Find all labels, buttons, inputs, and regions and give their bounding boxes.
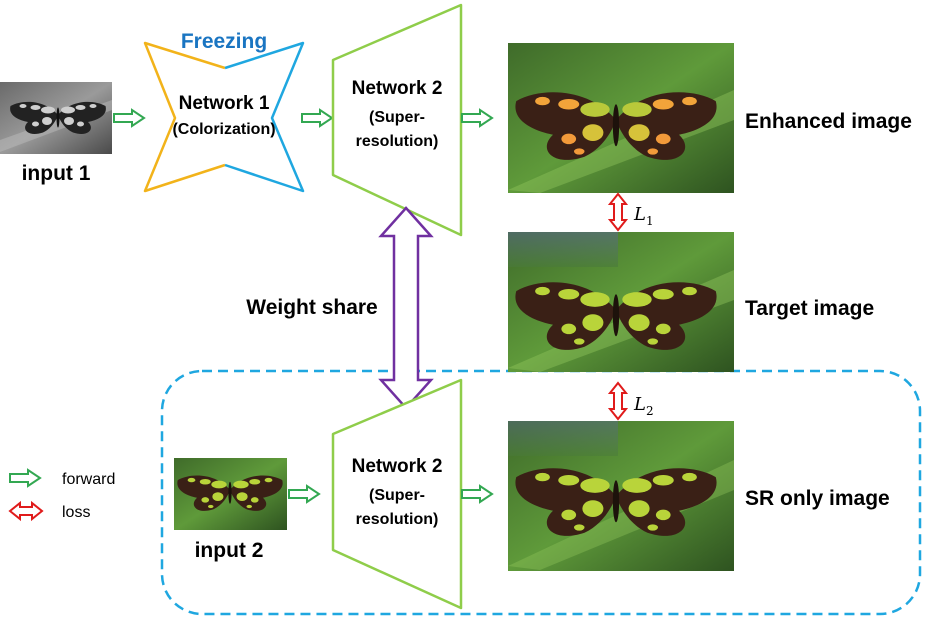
forward-arrow-input1 <box>113 109 145 127</box>
network2-top-sub2: resolution) <box>356 133 439 150</box>
weight-share-arrow <box>378 206 434 410</box>
loss-l2-label: L2 <box>633 394 654 418</box>
input2-label: input 2 <box>195 539 264 562</box>
forward-arrow-net2-top <box>461 109 493 127</box>
network2-bottom-block <box>331 378 463 610</box>
legend-loss-arrow <box>9 502 43 520</box>
legend: forward loss <box>9 469 115 521</box>
weight-share-label: Weight share <box>246 296 377 319</box>
network1-block <box>143 41 305 193</box>
network2-bottom-sub1: (Super- <box>369 487 425 504</box>
network2-top-block <box>331 3 463 237</box>
network2-top-sub1: (Super- <box>369 109 425 126</box>
sr-only-label: SR only image <box>745 487 890 510</box>
forward-arrow-net2-bottom <box>461 485 493 503</box>
sr-only-image <box>508 421 734 571</box>
legend-forward-label: forward <box>62 471 115 488</box>
input1-label: input 1 <box>22 162 91 185</box>
network2-top-title: Network 2 <box>352 78 443 99</box>
network2-bottom-title: Network 2 <box>352 456 443 477</box>
legend-loss-label: loss <box>62 504 90 521</box>
loss-arrow-l2 <box>609 382 627 420</box>
network1-subtitle: (Colorization) <box>172 121 275 138</box>
forward-arrow-net1 <box>301 109 333 127</box>
loss-arrow-l1 <box>609 193 627 231</box>
target-image <box>508 232 734 372</box>
legend-forward-arrow <box>9 469 41 487</box>
network2-bottom-sub2: resolution) <box>356 511 439 528</box>
freezing-label: Freezing <box>181 30 267 53</box>
input2-image <box>174 458 287 530</box>
input1-image <box>0 82 112 154</box>
target-label: Target image <box>745 297 874 320</box>
forward-arrow-input2 <box>288 485 320 503</box>
network1-title: Network 1 <box>179 93 270 114</box>
enhanced-label: Enhanced image <box>745 110 912 133</box>
enhanced-image <box>508 43 734 193</box>
loss-l1-label: L1 <box>633 204 654 228</box>
